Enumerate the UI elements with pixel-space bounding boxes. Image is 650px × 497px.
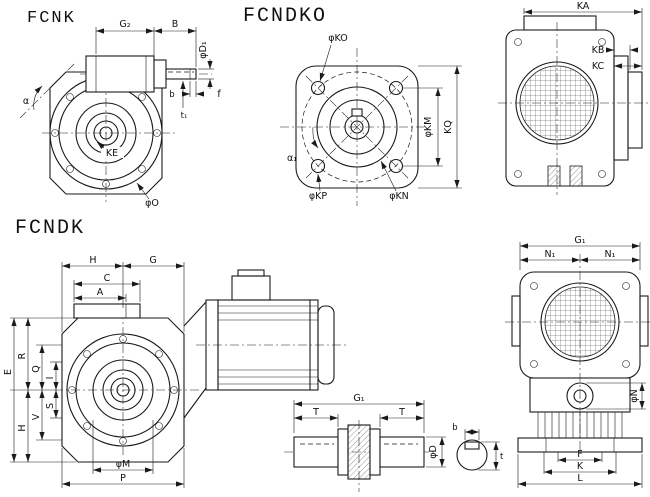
dim-label-alpha1: α₁ [287, 153, 297, 164]
dim-label-kb: KB [592, 45, 605, 56]
dim-label-d1: φD₁ [198, 41, 209, 59]
dim-label-kc: KC [592, 61, 605, 72]
rear-tab-right [639, 295, 649, 347]
dim-label-g2: G₂ [119, 19, 130, 30]
output-shaft-view: G₁ T T φD b t [284, 393, 504, 492]
rear-bolt-holes [530, 282, 630, 368]
dim-label-f: F [577, 449, 582, 460]
dim-label-n1-right: N₁ [605, 249, 616, 260]
rear-tab-left [511, 295, 521, 347]
dim-label-k: K [577, 461, 584, 472]
side-stud [547, 165, 561, 187]
dim-label-f: f [217, 89, 221, 100]
terminal-box [231, 275, 271, 301]
dim-label-alpha: α [23, 96, 29, 107]
shaft-right [379, 436, 425, 468]
fcnk-view: FCNK G₂ B φD₁ f b t₁ [19, 9, 221, 209]
dim-label-m: φM [116, 459, 130, 470]
dim-label-h-left: H [17, 424, 28, 431]
dim-label-km: φKM [423, 117, 434, 138]
fcndk-housing [61, 317, 185, 463]
fcndko-flange [295, 65, 419, 189]
motor-assembly [183, 269, 335, 419]
fcndk-view: FCNDK H G C A [3, 217, 348, 488]
dim-label-kn: φKN [389, 191, 409, 202]
dim-label-ke: KE [106, 148, 118, 159]
dim-label-s: S [45, 403, 56, 409]
dim-label-g1: G₁ [353, 393, 364, 404]
dim-label-n1-left: N₁ [545, 249, 556, 260]
dim-label-g1-rear: G₁ [574, 235, 585, 246]
view-title-fcndko: FCNDKO [243, 5, 327, 28]
dim-label-b: B [172, 19, 179, 30]
shaft-hub [347, 424, 371, 480]
terminal-box-lid [237, 269, 265, 277]
dim-label-t1: t₁ [181, 111, 188, 121]
shaft-ring-left [337, 428, 349, 476]
dim-label-e: E [3, 369, 14, 375]
side-pilot [627, 71, 643, 149]
rear-fins [537, 412, 623, 438]
dim-label-n: φN [629, 389, 640, 402]
side-top-cap [523, 15, 597, 31]
dim-label-t-left: T [312, 407, 319, 418]
rear-fan-grille [544, 286, 616, 358]
dim-label-r: R [17, 352, 28, 359]
dim-label-key-b: b [452, 423, 457, 433]
fcndko-keyway [351, 108, 363, 117]
keyway-detail: b t [452, 423, 504, 471]
rear-base [517, 437, 643, 453]
dim-label-key-t: t [500, 452, 504, 462]
shaft-left [293, 436, 339, 468]
side-flange [613, 55, 629, 161]
dim-label-d: φD [428, 445, 439, 459]
dim-label-h-top: H [89, 255, 96, 266]
dim-label-ko: φKO [328, 33, 347, 44]
dim-label-key-b: b [169, 90, 174, 100]
dim-label-a: A [97, 287, 104, 298]
shaft-ring-right [369, 428, 381, 476]
dim-label-ka: KA [577, 1, 590, 12]
dim-label-t-right: T [398, 407, 405, 418]
dim-label-q: Q [31, 365, 42, 372]
dim-label-o: φO [145, 198, 159, 209]
dim-label-kp: φKP [309, 191, 327, 202]
dim-label-l: L [577, 473, 583, 484]
dim-label-v: V [31, 413, 42, 420]
fcndk-top-cap [73, 303, 141, 319]
dim-label-i: I [45, 377, 56, 380]
dim-label-kq: KQ [443, 120, 454, 134]
fan-grille [519, 65, 595, 141]
side-stud [569, 165, 583, 187]
fcndko-view: FCNDKO φKO φKM KQ α₁ φKP φKN [243, 5, 462, 206]
view-title-fcndk: FCNDK [15, 217, 85, 240]
fcndk-bolt-holes [68, 335, 178, 445]
fcndko-bolt-holes [310, 80, 404, 174]
view-title-fcnk: FCNK [27, 9, 76, 28]
fcndko-side-view: KA KB KC [498, 1, 650, 195]
fcnk-input-shaft [85, 55, 197, 93]
rear-output-hub [566, 382, 594, 410]
side-bolt-holes [514, 38, 606, 178]
fan-cover [317, 305, 335, 385]
fcndk-rear-view: G₁ N₁ N₁ φN F K L [505, 235, 650, 488]
dim-label-c: C [104, 273, 111, 284]
dim-label-g: G [149, 255, 156, 266]
dim-label-p: P [120, 473, 126, 484]
